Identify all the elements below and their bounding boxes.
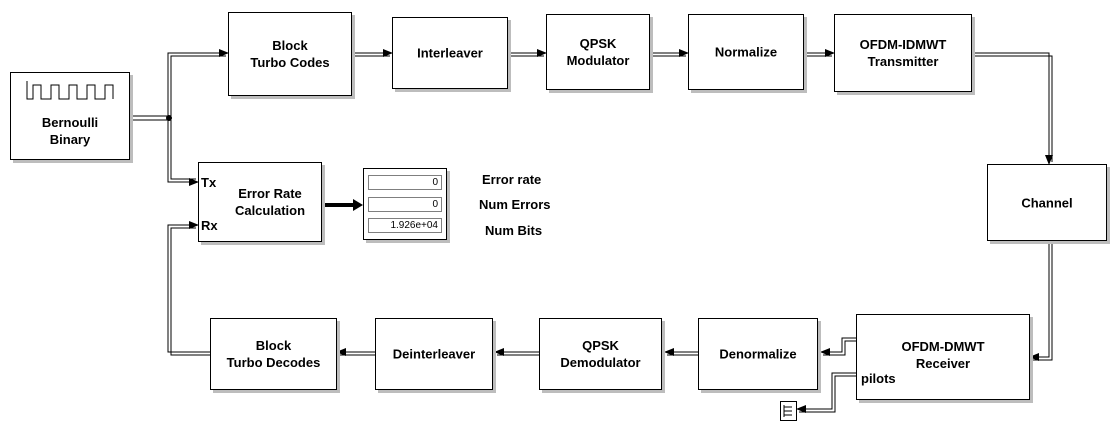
display-error-rate-value: 0 xyxy=(368,175,442,190)
error-rate-text: Error rate xyxy=(482,172,542,187)
wire-channel-to-rx xyxy=(1029,241,1050,361)
num-bits-text: Num Bits xyxy=(485,223,543,238)
error-rate-calculation-label: Error Rate Calculation xyxy=(234,186,306,218)
error-display-block[interactable]: 0 0 1.926e+04 xyxy=(363,168,447,240)
interleaver-label: Interleaver xyxy=(417,45,483,61)
normalize-label: Normalize xyxy=(714,44,778,60)
square-wave-icon xyxy=(26,81,114,100)
rx-port-label: Rx xyxy=(201,218,218,233)
pilots-port-label: pilots xyxy=(861,371,896,386)
branch-junction xyxy=(166,115,172,121)
wire-to-error-tx xyxy=(167,118,199,186)
ofdm-dmwt-receiver-block[interactable]: OFDM-DMWT Receiver pilots xyxy=(856,314,1030,400)
bernoulli-binary-label: Bernoulli Binary xyxy=(41,115,99,147)
wire-to-error-rx xyxy=(167,221,210,353)
display-num-errors-value: 0 xyxy=(368,197,442,212)
denormalize-block[interactable]: Denormalize xyxy=(698,318,818,390)
error-rate-calculation-block[interactable]: Tx Rx Error Rate Calculation xyxy=(198,162,322,242)
normalize-block[interactable]: Normalize xyxy=(688,14,804,90)
block-turbo-decodes-label: Block Turbo Decodes xyxy=(226,338,321,370)
bernoulli-binary-block[interactable]: Bernoulli Binary xyxy=(10,72,130,160)
pilots-scope-block[interactable] xyxy=(780,401,797,421)
wire-tx-to-channel xyxy=(972,52,1053,165)
ofdm-idmwt-transmitter-label: OFDM-IDMWT Transmitter xyxy=(859,37,947,69)
block-turbo-decodes[interactable]: Block Turbo Decodes xyxy=(210,318,337,390)
denormalize-label: Denormalize xyxy=(719,346,797,362)
qpsk-modulator-block[interactable]: QPSK Modulator xyxy=(546,14,650,90)
ofdm-dmwt-receiver-label: OFDM-DMWT Receiver xyxy=(901,339,985,371)
wire-rx-to-denormalize xyxy=(820,337,856,356)
ofdm-idmwt-transmitter-block[interactable]: OFDM-IDMWT Transmitter xyxy=(834,14,972,92)
qpsk-modulator-label: QPSK Modulator xyxy=(566,36,630,68)
wire-to-turbo-codes xyxy=(167,49,229,118)
scope-icon xyxy=(783,405,792,417)
tx-port-label: Tx xyxy=(201,175,217,190)
deinterleaver-label: Deinterleaver xyxy=(392,346,476,362)
display-num-bits-value: 1.926e+04 xyxy=(368,218,442,233)
qpsk-demodulator-block[interactable]: QPSK Demodulator xyxy=(539,318,662,390)
deinterleaver-block[interactable]: Deinterleaver xyxy=(375,318,493,390)
interleaver-block[interactable]: Interleaver xyxy=(392,17,508,89)
num-errors-text: Num Errors xyxy=(479,197,551,212)
block-turbo-codes-label: Block Turbo Codes xyxy=(250,38,330,70)
channel-label: Channel xyxy=(1021,195,1073,210)
wire-pilots-to-scope xyxy=(796,372,856,413)
block-turbo-codes[interactable]: Block Turbo Codes xyxy=(228,12,352,96)
channel-block[interactable]: Channel xyxy=(987,164,1107,241)
qpsk-demodulator-label: QPSK Demodulator xyxy=(560,338,641,370)
